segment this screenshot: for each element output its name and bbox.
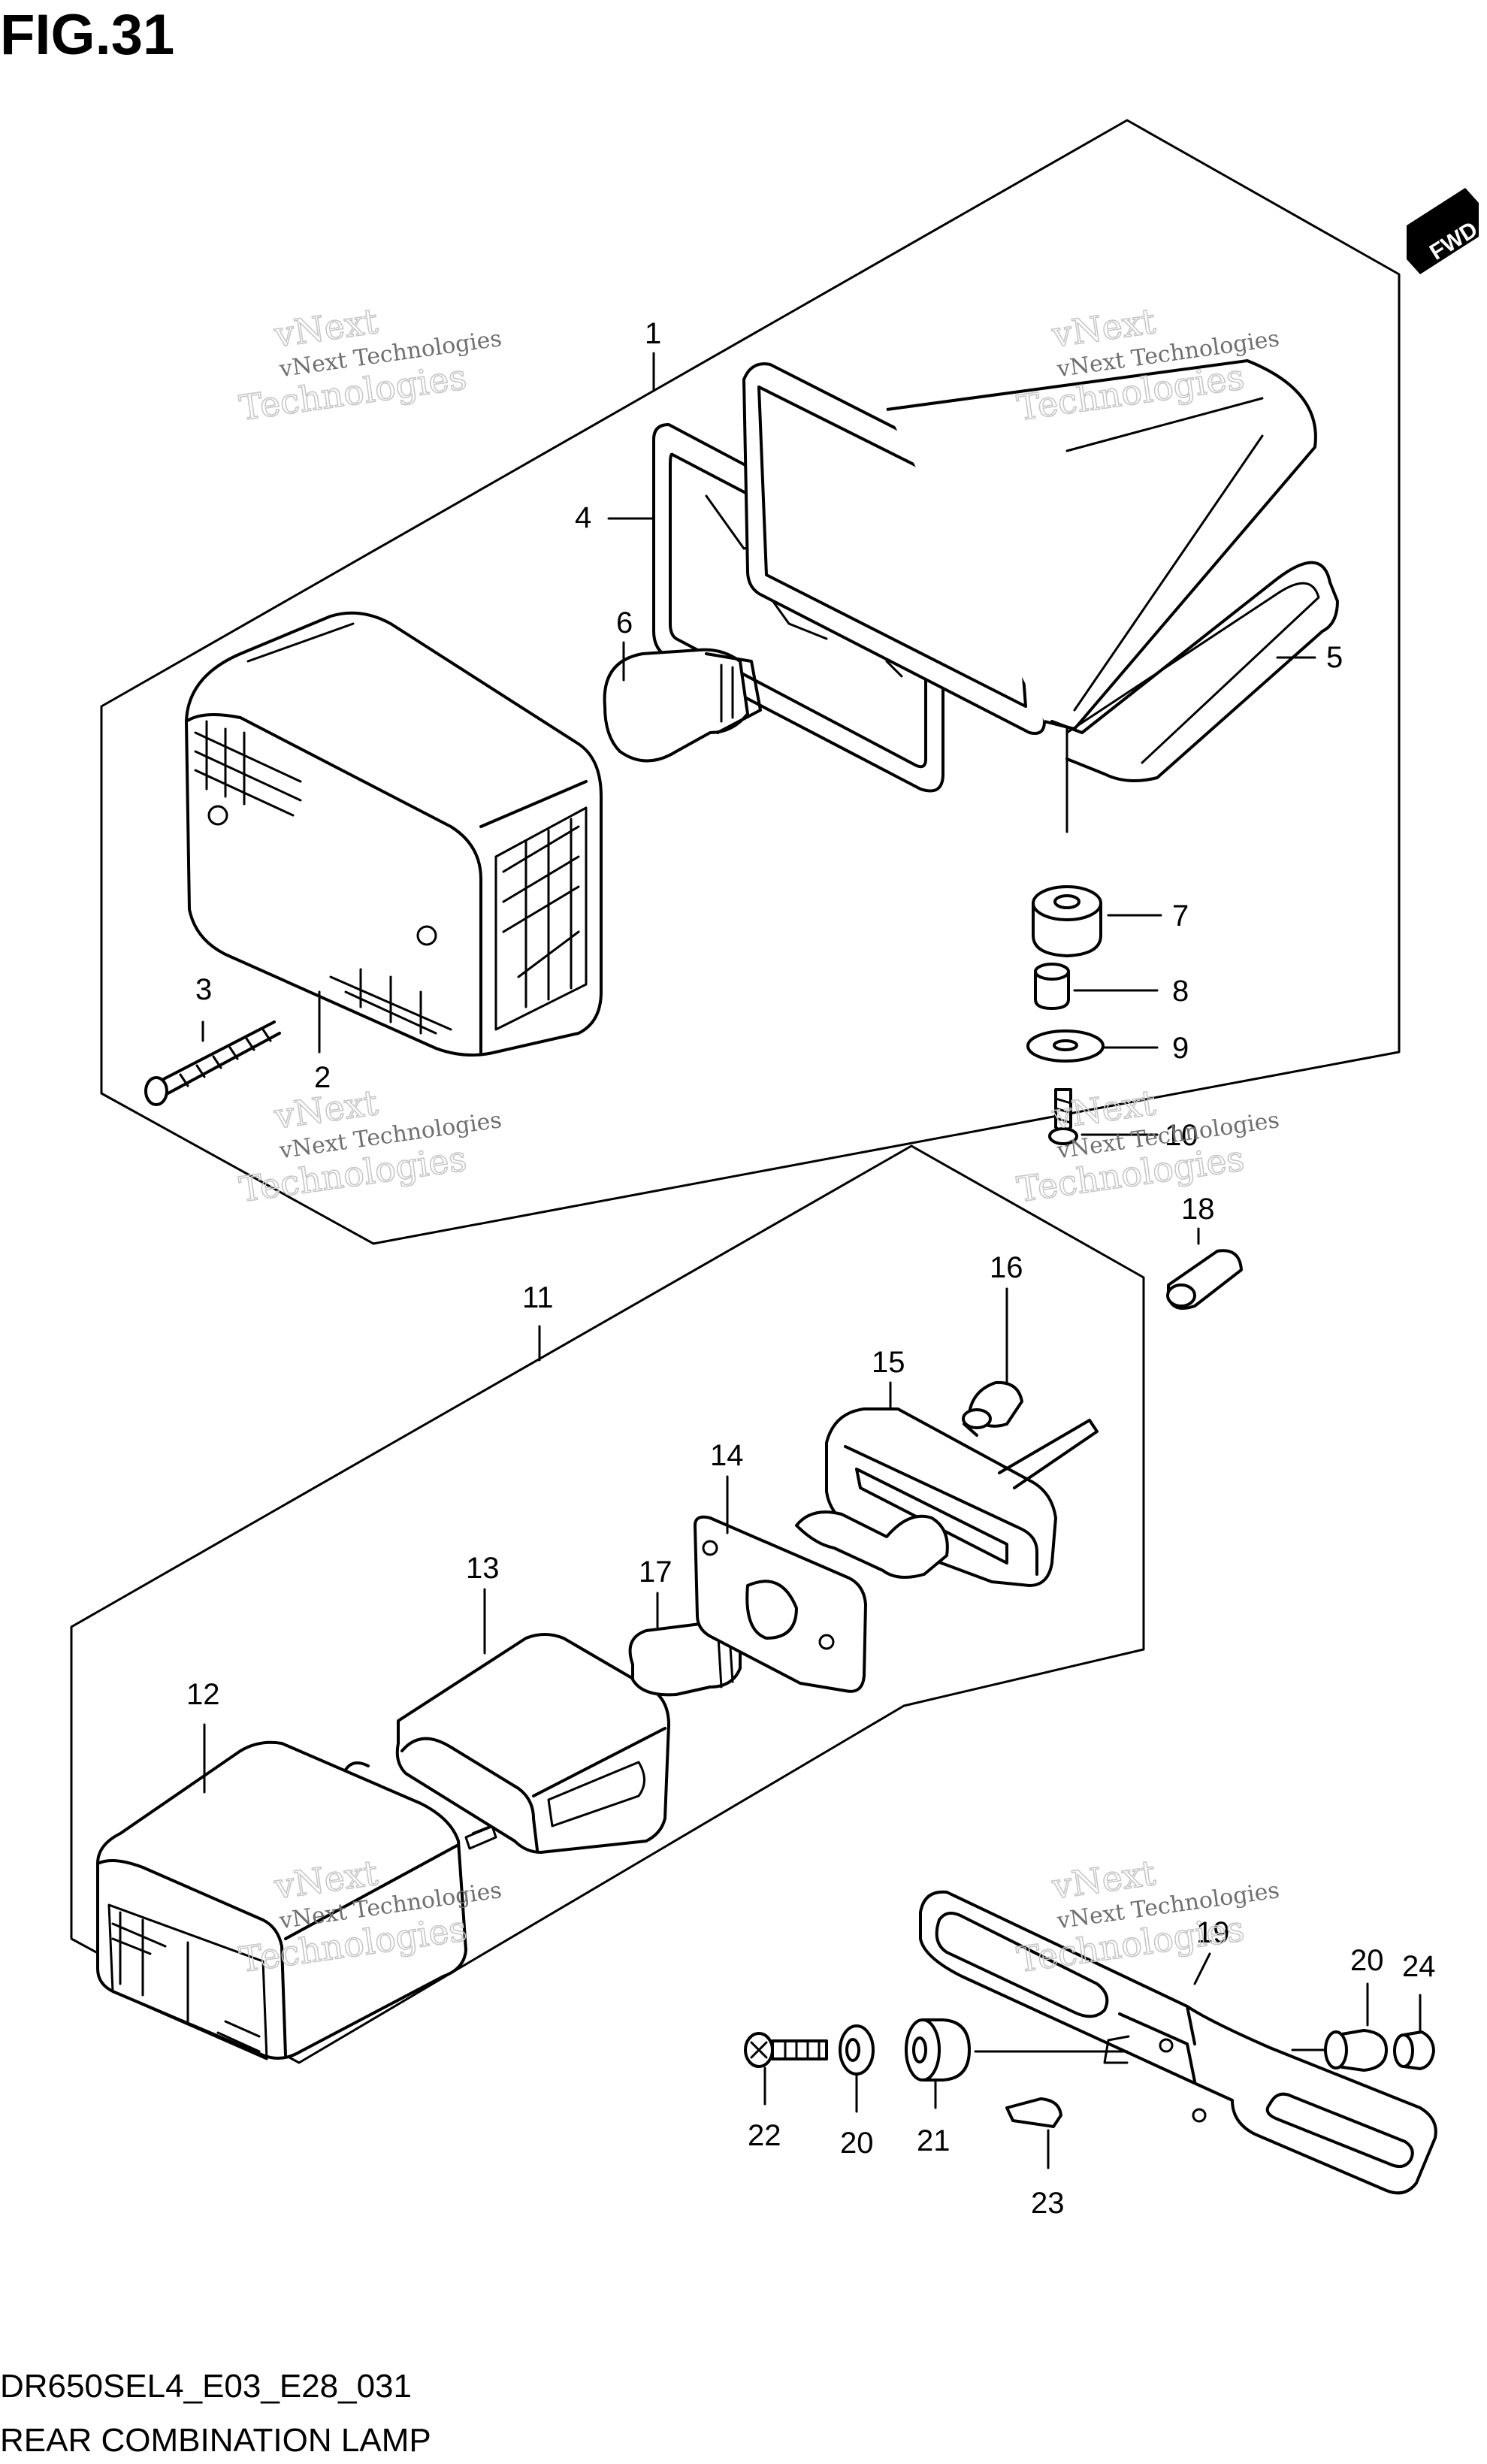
- grommet-part-7: [1032, 885, 1102, 957]
- grommet-part-21: [905, 2018, 971, 2082]
- callout-14: 14: [710, 1439, 744, 1472]
- callout-16: 16: [990, 1251, 1023, 1284]
- leader-21-bracket: [974, 2035, 1130, 2064]
- callout-10: 10: [1165, 1119, 1198, 1152]
- callout-20-left: 20: [840, 2127, 874, 2160]
- spacer-part-18: [1166, 1249, 1243, 1310]
- lens-body-part-2: [185, 611, 603, 1057]
- watermark-4: vNext Technologies vNext Technologies: [1014, 1081, 1280, 1211]
- figure-title: FIG.31: [0, 3, 174, 67]
- clip-part-23: [1005, 2097, 1062, 2128]
- callout-19: 19: [1196, 1916, 1230, 1949]
- housing-part-5: [742, 359, 1339, 782]
- callout-13: 13: [466, 1552, 500, 1585]
- watermark-6: vNext Technologies vNext Technologies: [1014, 1852, 1280, 1981]
- callout-17: 17: [639, 1555, 672, 1589]
- callout-8: 8: [1172, 975, 1189, 1008]
- callout-15: 15: [872, 1346, 905, 1379]
- callout-3: 3: [195, 973, 212, 1006]
- callout-6: 6: [616, 606, 633, 639]
- callout-23: 23: [1031, 2187, 1065, 2220]
- callout-numbers: 1 2 3 4 5 6 7 8 9 10 11 12 13 14 15 16 1…: [186, 317, 1436, 2220]
- fwd-direction-badge: FWD: [1407, 188, 1482, 274]
- figure-caption: REAR COMBINATION LAMP: [0, 2422, 431, 2459]
- callout-9: 9: [1172, 1032, 1189, 1065]
- callout-2: 2: [314, 1061, 331, 1094]
- figure-code: DR650SEL4_E03_E28_031: [0, 2368, 412, 2405]
- nut-part-24: [1393, 2030, 1435, 2070]
- callout-1: 1: [645, 317, 661, 350]
- collar-part-8: [1034, 963, 1070, 1010]
- callout-7: 7: [1172, 899, 1189, 933]
- socket-base-part-15: [795, 1407, 1099, 1587]
- screw-part-3: [144, 1020, 281, 1106]
- watermark-1: vNext Technologies vNext Technologies: [236, 300, 503, 429]
- bracket-part-19: [919, 1890, 1437, 2195]
- washer-part-9: [1026, 1029, 1105, 1063]
- callout-12: 12: [186, 1678, 220, 1711]
- callout-21: 21: [917, 2124, 951, 2157]
- screw-part-10: [1048, 1088, 1078, 1145]
- callout-20-right: 20: [1350, 1944, 1384, 1977]
- washer-part-20-left: [839, 2024, 875, 2076]
- callout-18: 18: [1181, 1193, 1215, 1226]
- callout-24: 24: [1402, 1950, 1436, 1983]
- callout-leaders: [201, 352, 1422, 2169]
- grommet-part-16: [962, 1380, 1023, 1437]
- lens-part-13: [395, 1633, 670, 1854]
- watermark-3: vNext Technologies vNext Technologies: [236, 1081, 503, 1211]
- callout-22: 22: [748, 2119, 781, 2152]
- bolt-part-22: [744, 2032, 828, 2068]
- socket-plate-part-14: [694, 1515, 867, 1693]
- lamp-housing-part-12: [96, 1740, 497, 2060]
- bulb-part-6: [603, 648, 762, 763]
- callout-4: 4: [575, 501, 591, 534]
- callout-5: 5: [1326, 641, 1343, 674]
- callout-11: 11: [522, 1281, 554, 1314]
- bulb-part-17: [628, 1621, 742, 1697]
- collar-part-20-right: [1291, 2029, 1388, 2072]
- assembly-frame-upper: [100, 119, 1401, 1245]
